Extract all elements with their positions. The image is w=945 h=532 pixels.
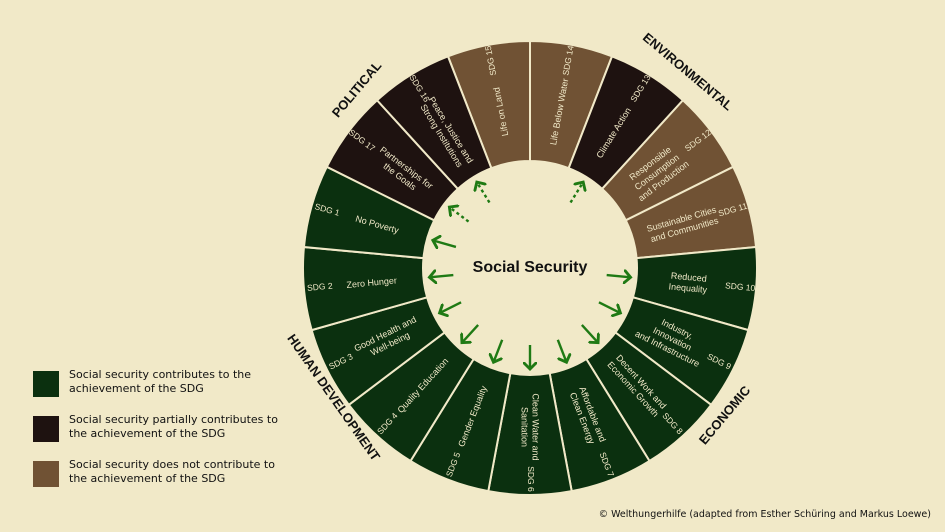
legend: Social security contributes to the achie… xyxy=(33,368,283,503)
impact-arrow-sdg-3 xyxy=(440,301,462,313)
impact-arrow-sdg-2 xyxy=(429,275,454,277)
legend-item-contributes: Social security contributes to the achie… xyxy=(33,368,283,397)
sdg-number: SDG 6 xyxy=(526,466,536,492)
impact-arrow-sdg-1 xyxy=(433,240,457,247)
impact-arrow-sdg-7 xyxy=(556,339,567,362)
center-label: Social Security xyxy=(473,259,588,276)
legend-text-contributes: Social security contributes to the achie… xyxy=(69,368,252,395)
sdg-name: ReducedInequality xyxy=(668,270,709,295)
legend-text-none: Social security does not contribute to t… xyxy=(69,458,275,485)
sdg-name: Clean Water andSanitation xyxy=(520,393,541,460)
impact-arrow-sdg-13 xyxy=(569,182,584,204)
impact-arrow-sdg-9 xyxy=(598,301,620,313)
sdg-name: Zero Hunger xyxy=(346,275,397,290)
sdg-segment-fill xyxy=(375,55,493,191)
sdg-number: SDG 2 xyxy=(307,281,334,293)
impact-arrow-sdg-5 xyxy=(494,339,504,362)
credit: © Welthungerhilfe (adapted from Esther S… xyxy=(598,509,931,520)
legend-item-partial: Social security partially contributes to… xyxy=(33,413,283,442)
impact-arrow-sdg-17 xyxy=(449,207,470,223)
impact-arrows xyxy=(429,182,630,369)
legend-text-partial: Social security partially contributes to… xyxy=(69,413,278,440)
impact-arrow-sdg-4 xyxy=(462,324,480,343)
legend-swatch-none xyxy=(33,461,59,487)
impact-arrow-sdg-16 xyxy=(477,182,491,204)
sdg-segment-1: SDG 1No Poverty xyxy=(302,165,436,260)
sdg-segment-6: SDG 6 Clean Water andSanitation xyxy=(487,372,573,496)
impact-arrow-sdg-10 xyxy=(606,275,631,277)
impact-arrow-sdg-8 xyxy=(580,324,598,343)
sdg-number: SDG 10 xyxy=(725,280,756,293)
legend-swatch-contributes xyxy=(33,371,59,397)
legend-item-none: Social security does not contribute to t… xyxy=(33,458,283,487)
legend-swatch-partial xyxy=(33,416,59,442)
